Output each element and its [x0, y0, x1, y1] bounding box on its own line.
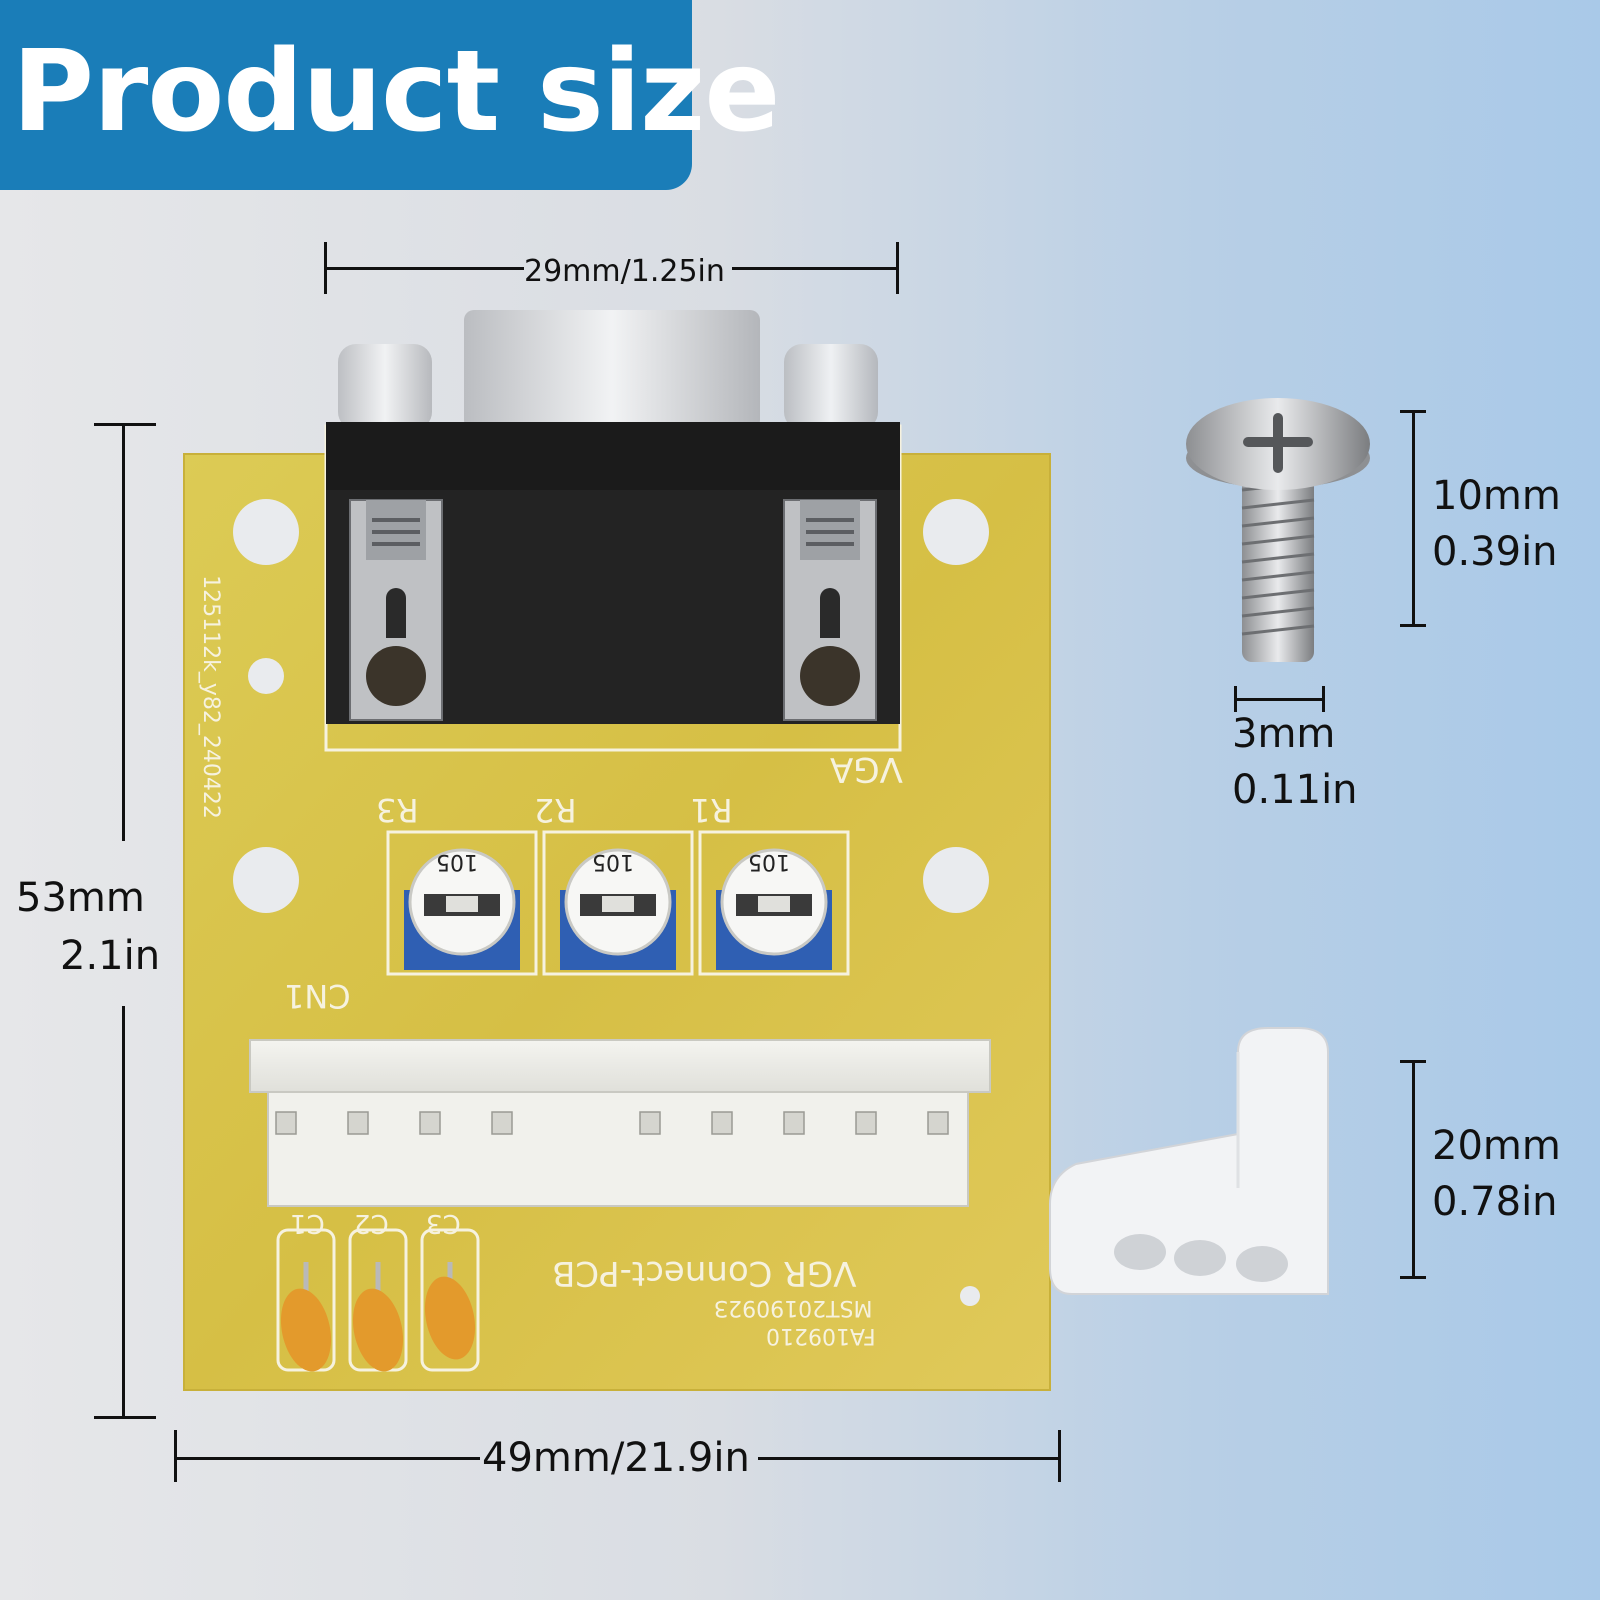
- pot-marking-r1: 105: [748, 849, 790, 874]
- r3-label: R3: [376, 791, 419, 829]
- screw-length-line: [1412, 410, 1415, 626]
- l-bracket: [1049, 1027, 1329, 1295]
- potentiometer-r2: [560, 848, 676, 970]
- screw-dia-mm-label: 3mm: [1232, 711, 1336, 757]
- mounting-hole: [923, 499, 989, 565]
- screw-dia-in-label: 0.11in: [1232, 767, 1358, 813]
- banner-title: Product size: [12, 27, 780, 157]
- title-banner: Product size: [0, 0, 780, 190]
- height-tick-bottom: [94, 1416, 156, 1419]
- mounting-hole: [248, 658, 284, 694]
- screw-length-mm-label: 10mm: [1432, 473, 1561, 519]
- vga-label: VGA: [830, 749, 903, 789]
- top-width-line-left: [324, 267, 524, 270]
- pot-marking-r2: 105: [592, 849, 634, 874]
- screw-length-in-label: 0.39in: [1432, 529, 1558, 575]
- potentiometer-r1: [716, 848, 832, 970]
- height-line-top: [122, 423, 125, 841]
- r2-label: R2: [534, 791, 577, 829]
- height-line-bottom: [122, 1006, 125, 1418]
- screw-dia-line: [1234, 698, 1324, 701]
- cn1-label: CN1: [284, 977, 351, 1015]
- bracket-in-label: 0.78in: [1432, 1179, 1558, 1225]
- vga-connector: [326, 310, 900, 724]
- mounting-hole: [233, 847, 299, 913]
- mounting-hole: [923, 847, 989, 913]
- c2-label: C2: [354, 1208, 389, 1238]
- pot-marking-r3: 105: [436, 849, 478, 874]
- height-tick-top: [94, 423, 156, 426]
- bottom-width-line-left: [174, 1457, 480, 1460]
- bottom-width-tick-right: [1058, 1430, 1061, 1482]
- bottom-width-tick-left: [174, 1430, 177, 1482]
- bottom-width-line-right: [758, 1457, 1060, 1460]
- top-width-line-right: [732, 267, 898, 270]
- bottom-width-label: 49mm/21.9in: [482, 1435, 750, 1481]
- c3-label: C3: [426, 1208, 461, 1238]
- top-width-label: 29mm/1.25in: [524, 254, 725, 289]
- board-name-label: VGR Connect-PCB: [552, 1253, 857, 1293]
- capacitors: [280, 1262, 476, 1372]
- cn1-header: [249, 1039, 991, 1207]
- side-code-label: 125112k_y82_240422: [197, 575, 223, 819]
- bracket-mm-label: 20mm: [1432, 1123, 1561, 1169]
- potentiometer-r3: [404, 848, 520, 970]
- mounting-hole: [960, 1286, 980, 1306]
- c1-label: C1: [290, 1208, 325, 1238]
- bracket-line: [1412, 1060, 1415, 1278]
- height-mm-label: 53mm: [16, 875, 145, 921]
- board-code-1: MST2019092З: [714, 1295, 873, 1320]
- mounting-hole: [233, 499, 299, 565]
- screw: [1186, 398, 1370, 662]
- board-code-2: FA109210: [766, 1323, 876, 1348]
- height-in-label: 2.1in: [60, 933, 161, 979]
- r1-label: R1: [690, 791, 733, 829]
